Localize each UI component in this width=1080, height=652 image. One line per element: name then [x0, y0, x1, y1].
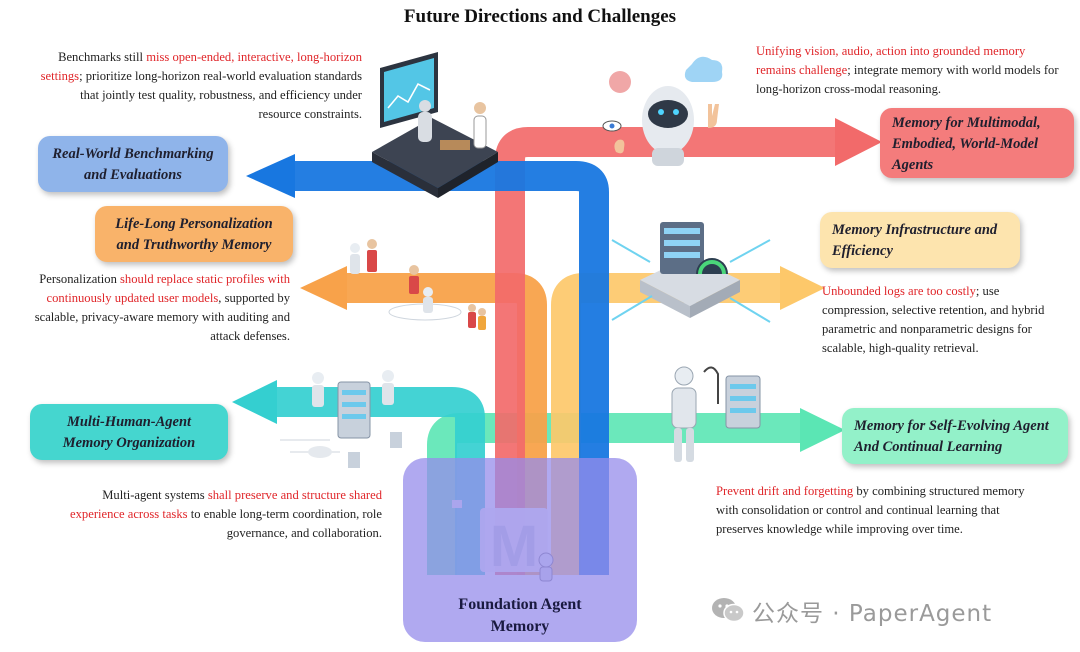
- desc-multimodal: Unifying vision, audio, action into grou…: [756, 42, 1060, 99]
- arrowhead-infrastructure: [780, 266, 825, 310]
- desc-self-evolving-highlight: Prevent drift and forgetting: [716, 484, 854, 498]
- desc-benchmark-post: ; prioritize long-horizon real-world eva…: [79, 69, 362, 121]
- self-evolving-robot-illustration: [671, 366, 761, 462]
- box-multimodal-line3: Agents: [892, 157, 934, 173]
- desc-self-evolving-post: by combining structured memory with cons…: [716, 484, 1025, 536]
- desc-multi-agent-post: to enable long-term coordination, role g…: [187, 507, 382, 540]
- box-multimodal-line1: Memory for Multimodal,: [892, 115, 1041, 131]
- foundation-memory-label: Foundation Agent Memory: [403, 594, 637, 638]
- foundation-memory-box: [403, 458, 637, 642]
- multi-agent-servers-illustration: [280, 370, 402, 468]
- desc-multimodal-highlight: Unifying vision, audio, action into grou…: [756, 44, 1026, 77]
- desc-multi-agent-highlight: shall preserve and structure shared expe…: [70, 488, 382, 521]
- arrowhead-benchmark: [246, 154, 295, 198]
- desc-personalization-pre: Personalization: [39, 272, 121, 286]
- desc-personalization-highlight: should replace static profiles with cont…: [46, 272, 290, 305]
- box-benchmark: Real-World Benchmarking and Evaluations: [38, 136, 228, 192]
- box-personalization-line2: and Truthworthy Memory: [116, 237, 272, 253]
- desc-multi-agent-pre: Multi-agent systems: [102, 488, 208, 502]
- desc-personalization-post: , supported by scalable, privacy-aware m…: [34, 291, 290, 343]
- arrowhead-self-evolving: [800, 408, 845, 452]
- box-multi-agent: Multi-Human-Agent Memory Organization: [30, 404, 228, 460]
- box-multi-agent-line1: Multi-Human-Agent: [66, 414, 192, 430]
- server-infrastructure-illustration: [611, 222, 771, 323]
- personalization-people-illustration: [350, 239, 486, 330]
- desc-personalization: Personalization should replace static pr…: [28, 270, 290, 346]
- box-multimodal: Memory for Multimodal, Embodied, World-M…: [880, 108, 1074, 178]
- desc-infrastructure-post: ; use compression, selective retention, …: [822, 284, 1045, 355]
- desc-benchmark-highlight: miss open-ended, interactive, long-horiz…: [40, 50, 362, 83]
- desc-benchmark: Benchmarks still miss open-ended, intera…: [40, 48, 362, 124]
- foundation-label-line2: Memory: [490, 618, 550, 635]
- band-benchmark: [290, 161, 609, 575]
- wechat-icon: [712, 598, 745, 623]
- box-self-evolving-line2: And Continual Learning: [854, 439, 1003, 455]
- box-self-evolving: Memory for Self-Evolving Agent And Conti…: [842, 408, 1068, 464]
- desc-multi-agent: Multi-agent systems shall preserve and s…: [50, 486, 382, 543]
- band-multimodal: [495, 127, 840, 575]
- box-benchmark-line2: and Evaluations: [84, 167, 182, 183]
- box-benchmark-line1: Real-World Benchmarking: [52, 146, 214, 162]
- arrowhead-personalization: [300, 266, 347, 310]
- foundation-label-line1: Foundation Agent: [458, 596, 582, 613]
- desc-benchmark-pre: Benchmarks still: [58, 50, 147, 64]
- arrowhead-multimodal: [835, 118, 882, 166]
- desc-infrastructure-highlight: Unbounded logs are too costly: [822, 284, 976, 298]
- watermark-text: 公众号 · PaperAgent: [752, 601, 993, 627]
- box-multi-agent-line2: Memory Organization: [62, 435, 196, 451]
- arrowhead-multi-agent: [232, 380, 277, 424]
- desc-self-evolving: Prevent drift and forgetting by combinin…: [716, 482, 1042, 539]
- desc-multimodal-post: ; integrate memory with world models for…: [756, 63, 1059, 96]
- band-multi-agent: [272, 387, 485, 575]
- box-infrastructure-line2: Efficiency: [832, 243, 893, 259]
- diagram-title: Future Directions and Challenges: [403, 6, 677, 27]
- desc-infrastructure: Unbounded logs are too costly; use compr…: [822, 282, 1048, 358]
- box-infrastructure: Memory Infrastructure and Efficiency: [820, 212, 1020, 268]
- robot-head-illustration: [602, 56, 723, 166]
- box-personalization: Life-Long Personalization and Truthworth…: [95, 206, 293, 262]
- box-infrastructure-line1: Memory Infrastructure and: [832, 222, 998, 238]
- box-self-evolving-line1: Memory for Self-Evolving Agent: [854, 418, 1049, 434]
- box-multimodal-line2: Embodied, World-Model: [892, 136, 1039, 152]
- benchmark-lab-illustration: [372, 52, 498, 198]
- box-personalization-line1: Life-Long Personalization: [115, 216, 273, 232]
